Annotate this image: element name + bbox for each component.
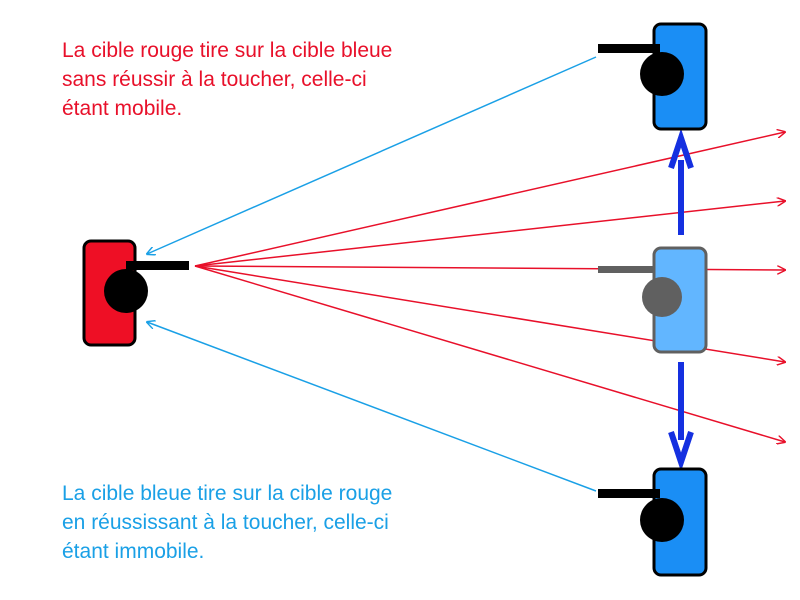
- ghost-turret: [642, 277, 682, 317]
- red-tank: [82, 239, 189, 347]
- blue-caption-line: La cible bleue tire sur la cible rouge: [62, 482, 393, 505]
- blue-tank-top-turret: [640, 52, 684, 96]
- ghost-barrel: [598, 266, 656, 273]
- red-shot-line: [194, 265, 785, 442]
- blue-shots: [147, 56, 597, 492]
- blue-tank-bottom: [598, 467, 708, 577]
- motion-arrow-down-head: [668, 431, 694, 472]
- blue-tank-top: [598, 22, 708, 131]
- blue-caption-line: étant immobile.: [62, 540, 205, 563]
- red-tank-turret: [104, 269, 148, 313]
- blue-tank-bottom-turret: [640, 498, 684, 542]
- blue-tank-bottom-barrel: [598, 489, 660, 498]
- blue-caption-line: en réussissant à la toucher, celle-ci: [62, 511, 389, 534]
- red-shot-line: [194, 201, 785, 267]
- blue-shot-line-top: [147, 56, 597, 254]
- red-caption-line: étant mobile.: [62, 97, 183, 120]
- red-tank-barrel: [126, 261, 189, 270]
- blue-tank-ghost: [598, 246, 708, 354]
- blue-caption: La cible bleue tire sur la cible rouge e…: [62, 479, 392, 566]
- blue-shot-line-bottom: [147, 322, 597, 492]
- red-caption-line: La cible rouge tire sur la cible bleue: [62, 39, 393, 62]
- red-caption: La cible rouge tire sur la cible bleue s…: [62, 36, 392, 123]
- red-caption-line: sans réussir à la toucher, celle-ci: [62, 68, 367, 91]
- motion-arrow-up-head: [668, 128, 694, 169]
- blue-tank-top-barrel: [598, 44, 660, 53]
- motion-arrows: [668, 128, 694, 472]
- red-shot-line: [194, 132, 785, 267]
